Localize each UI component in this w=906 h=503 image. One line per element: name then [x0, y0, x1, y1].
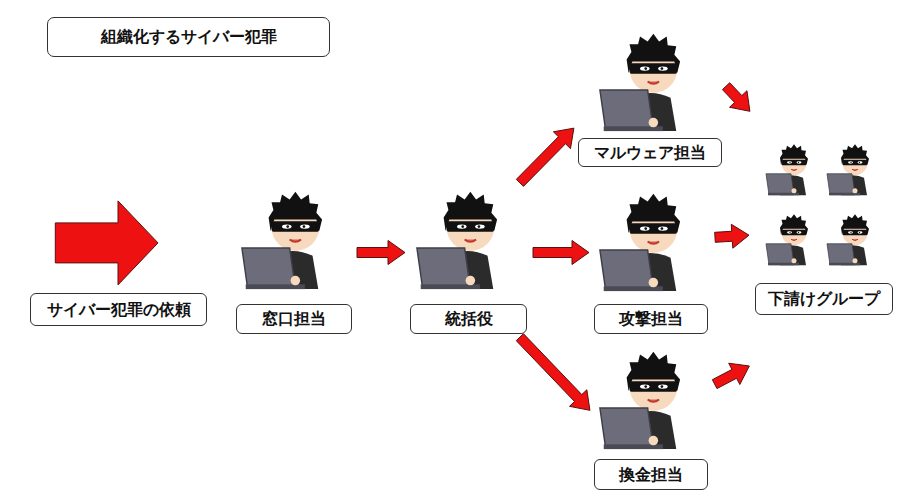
red-arrow [715, 224, 749, 248]
hacker-figure [600, 352, 680, 449]
red-arrow [357, 241, 405, 265]
role-label-box: 攻撃担当 [594, 304, 708, 334]
hacker-figure [600, 194, 680, 291]
role-label-box: 窓口担当 [236, 304, 352, 334]
role-node: サイバー犯罪の依頼 [28, 200, 210, 330]
hacker-figure [827, 214, 869, 265]
role-label: 窓口担当 [262, 309, 326, 328]
hacker-figure [417, 192, 497, 289]
hacker-figure [600, 34, 680, 131]
role-node: 攻撃担当 [592, 185, 712, 335]
red-arrow [516, 128, 574, 186]
red-arrow [722, 83, 749, 112]
title-box: 組織化するサイバー犯罪 [47, 17, 330, 57]
role-label-box: サイバー犯罪の依頼 [30, 293, 207, 326]
red-arrow [55, 201, 158, 285]
role-label: 統括役 [445, 309, 493, 328]
hacker-figures [242, 34, 869, 449]
hacker-figure [242, 192, 322, 289]
red-arrow [712, 363, 749, 388]
role-node: 下請けグループ [752, 100, 896, 370]
role-node: 窓口担当 [234, 185, 354, 335]
role-label-box: マルウェア担当 [578, 138, 722, 167]
role-label-box: 下請けグループ [755, 283, 893, 315]
role-label-box: 統括役 [410, 304, 527, 334]
role-label: サイバー犯罪の依頼 [47, 300, 191, 319]
hacker-figure [766, 144, 808, 195]
role-label: 下請けグループ [768, 289, 880, 308]
red-arrow [533, 241, 589, 265]
red-arrow [516, 334, 590, 411]
role-label: マルウェア担当 [594, 143, 706, 162]
role-label: 攻撃担当 [619, 309, 683, 328]
hacker-figure [827, 144, 869, 195]
role-label: 換金担当 [619, 465, 683, 484]
role-node: マルウェア担当 [576, 28, 724, 168]
hacker-figure [766, 214, 808, 265]
role-node: 統括役 [408, 185, 530, 335]
title-text: 組織化するサイバー犯罪 [101, 27, 277, 46]
role-label-box: 換金担当 [594, 459, 708, 490]
role-node: 換金担当 [592, 345, 712, 495]
